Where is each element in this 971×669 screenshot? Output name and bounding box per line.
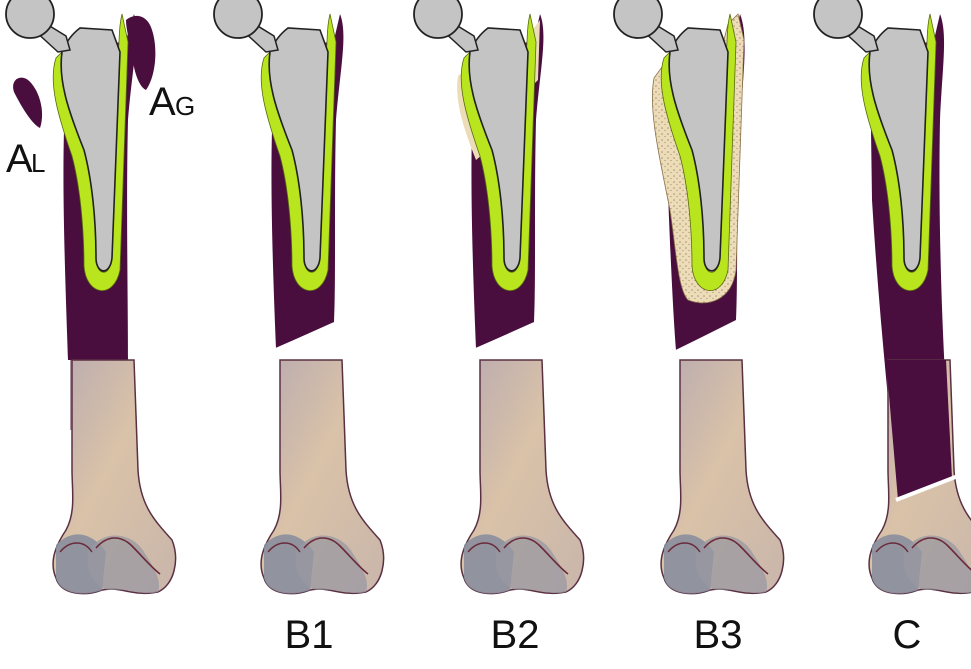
- panel-b3: [614, 0, 784, 594]
- panel-labels: B1 B2 B3 C: [285, 613, 922, 657]
- a-l-main: A: [6, 137, 33, 181]
- annotation-a-l: A L: [6, 137, 45, 181]
- a-g-sub: G: [175, 91, 195, 121]
- label-c: C: [893, 613, 922, 657]
- annotation-a-g: A G: [149, 80, 195, 124]
- panel-c: [814, 0, 971, 594]
- panel-b1: [214, 0, 384, 594]
- label-b3: B3: [694, 613, 743, 657]
- label-b1: B1: [285, 613, 334, 657]
- panel-b2: [414, 0, 584, 594]
- a-l-sub: L: [31, 148, 45, 178]
- label-b2: B2: [491, 613, 540, 657]
- a-g-main: A: [149, 80, 176, 124]
